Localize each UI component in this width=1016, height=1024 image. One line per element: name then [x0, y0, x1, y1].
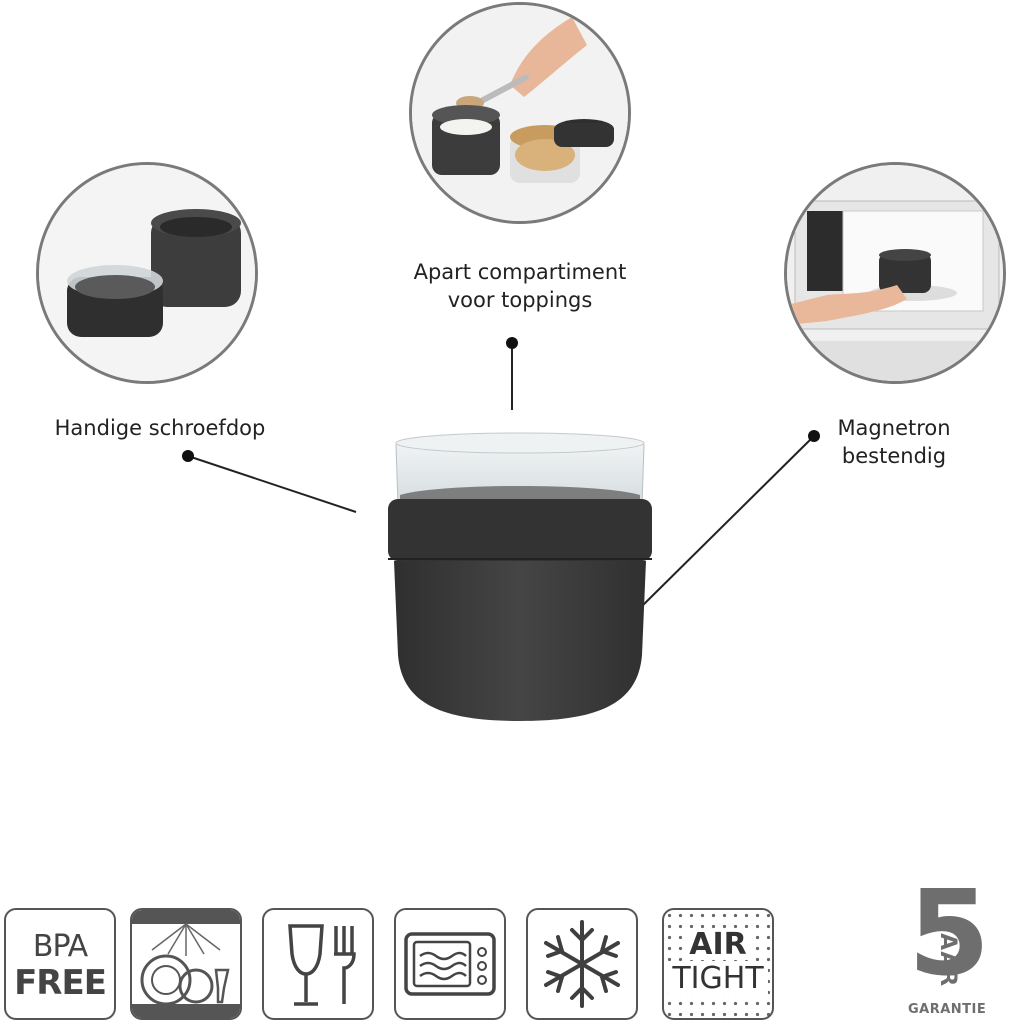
freezer-safe-icon — [526, 908, 638, 1020]
callout-connectors — [182, 337, 820, 613]
toppings-callout-line1: Apart compartiment — [413, 260, 627, 284]
warranty-number: 5 — [908, 864, 991, 1002]
toppings-callout-line2: voor toppings — [447, 288, 593, 312]
microwave-callout: Magnetron bestendig — [806, 414, 982, 470]
microwave-safe-icon — [394, 908, 506, 1020]
airtight-badge: AIR TIGHT — [662, 908, 774, 1020]
warranty-label: GARANTIE — [908, 1002, 987, 1017]
bpa-free-badge: BPA FREE — [4, 908, 116, 1020]
food-safe-icon — [262, 908, 374, 1020]
toppings-photo — [409, 2, 631, 224]
free-label: FREE — [14, 963, 107, 1003]
bpa-free-text: BPA FREE — [6, 929, 114, 1003]
airtight-text: AIR TIGHT — [664, 930, 772, 994]
air-label: AIR — [685, 930, 751, 960]
microwave-photo — [784, 162, 1006, 384]
toppings-callout: Apart compartiment voor toppings — [390, 258, 650, 314]
warranty-unit: JAAR — [935, 924, 960, 988]
right-connector-line — [635, 435, 815, 613]
product-container — [388, 432, 652, 721]
screw-cap-photo — [36, 162, 258, 384]
left-connector-dot — [182, 450, 194, 462]
bpa-label: BPA — [32, 929, 88, 964]
microwave-callout-line2: bestendig — [841, 444, 947, 468]
right-connector-dot — [808, 430, 820, 442]
left-connector-line — [187, 455, 357, 513]
top-connector-dot — [506, 337, 518, 349]
tight-label: TIGHT — [668, 964, 768, 994]
dishwasher-safe-icon — [130, 908, 242, 1020]
screw-cap-callout-line1: Handige schroefdop — [54, 416, 266, 440]
screw-cap-callout: Handige schroefdop — [30, 414, 290, 442]
warranty-badge: 5 JAAR GARANTIE — [904, 874, 1014, 1020]
microwave-callout-line1: Magnetron — [837, 416, 951, 440]
